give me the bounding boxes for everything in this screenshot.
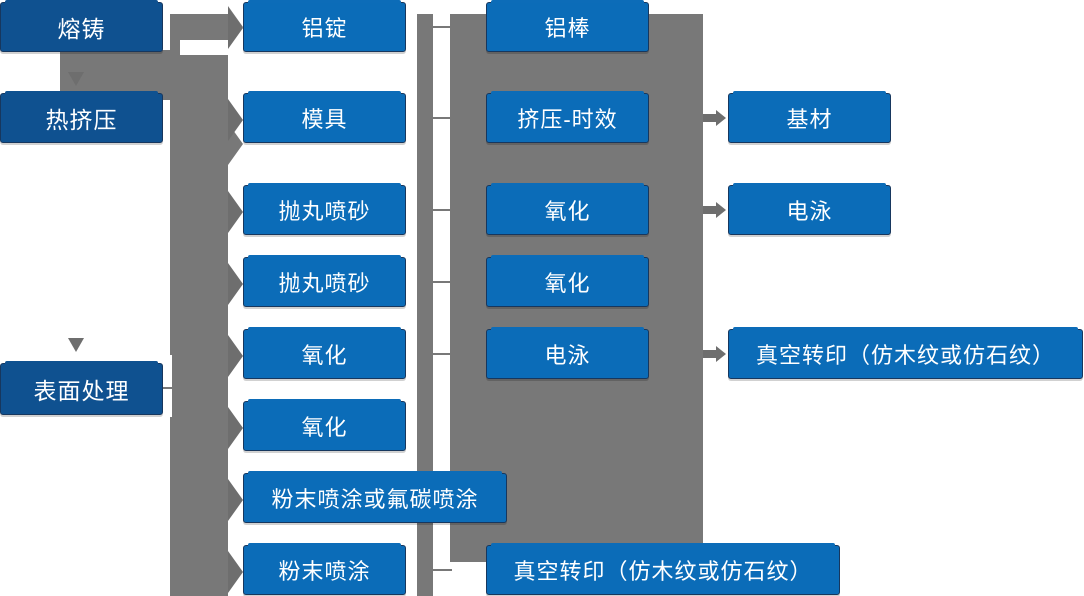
stage-label-melt-cast: 熔铸 [57,16,106,42]
material-label-aluminum-ingot: 铝锭 [301,16,348,41]
process-label-electrophoresis: 电泳 [544,343,591,368]
material-box-powder-coating[interactable]: 粉末喷涂 [243,543,406,595]
material-box-shot-blast-2[interactable]: 抛丸喷砂 [243,255,406,307]
arrowhead-melt-to-extrude [68,72,84,86]
process-box-extrusion-aging[interactable]: 挤压-时效 [486,91,649,143]
output-arrowheads [703,110,726,362]
stage-label-hot-extrusion: 热挤压 [45,107,118,133]
left-band-arrowheads [228,7,243,593]
divider-connector-ticks [433,26,452,571]
material-box-shot-blast-1[interactable]: 抛丸喷砂 [243,183,406,235]
material-box-die[interactable]: 模具 [243,91,406,143]
stage-box-hot-extrusion[interactable]: 热挤压 [0,91,163,143]
material-box-aluminum-ingot[interactable]: 铝锭 [243,0,406,52]
material-label-powder-coating: 粉末喷涂 [278,559,371,584]
process-label-extrusion-aging: 挤压-时效 [517,107,618,132]
material-label-die: 模具 [301,107,348,132]
stage-box-melt-cast[interactable]: 熔铸 [0,0,163,52]
material-box-powder-or-fluorocarbon[interactable]: 粉末喷涂或氟碳喷涂 [243,471,507,523]
output-box-electrophoresis[interactable]: 电泳 [728,183,891,235]
material-box-oxidation-1[interactable]: 氧化 [243,327,406,379]
stage-label-surface-treatment: 表面处理 [33,378,130,404]
band-below-notch [170,417,228,596]
connector-surface-to-band [163,387,177,389]
output-label-vacuum-transfer: 真空转印（仿木纹或仿石纹） [755,343,1055,368]
process-box-oxidation-2[interactable]: 氧化 [486,255,649,307]
process-box-oxidation-1[interactable]: 氧化 [486,183,649,235]
output-box-vacuum-transfer[interactable]: 真空转印（仿木纹或仿石纹） [728,327,1083,379]
process-label-vacuum-transfer: 真空转印（仿木纹或仿石纹） [513,559,813,584]
process-box-aluminum-bar[interactable]: 铝棒 [486,0,649,52]
output-box-substrate[interactable]: 基材 [728,91,891,143]
band-divider-narrow [417,14,433,596]
process-label-aluminum-bar: 铝棒 [544,16,591,41]
output-label-electrophoresis: 电泳 [786,199,833,224]
process-box-electrophoresis[interactable]: 电泳 [486,327,649,379]
material-label-shot-blast-2: 抛丸喷砂 [278,271,371,296]
process-label-oxidation-1: 氧化 [544,199,591,224]
band-melt-cast-top [60,6,243,165]
output-label-substrate: 基材 [786,107,833,132]
process-label-oxidation-2: 氧化 [544,271,591,296]
stage-box-surface-treatment[interactable]: 表面处理 [0,361,163,415]
material-label-oxidation-2: 氧化 [301,415,348,440]
process-box-vacuum-transfer[interactable]: 真空转印（仿木纹或仿石纹） [486,543,840,595]
arrowhead-surface-down [68,338,84,352]
material-label-oxidation-1: 氧化 [301,343,348,368]
material-box-oxidation-2[interactable]: 氧化 [243,399,406,451]
material-label-powder-or-fluorocarbon: 粉末喷涂或氟碳喷涂 [271,487,479,512]
material-label-shot-blast-1: 抛丸喷砂 [278,199,371,224]
